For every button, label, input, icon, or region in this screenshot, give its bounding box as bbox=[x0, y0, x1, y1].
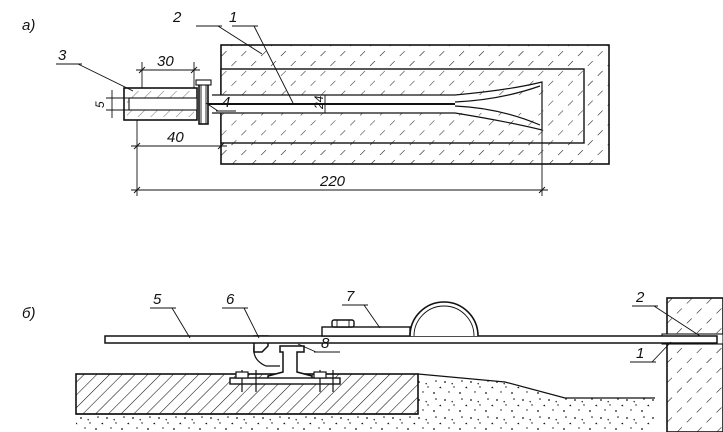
callout-a-4: 4 bbox=[222, 94, 230, 111]
callout-b-6: 6 bbox=[226, 291, 235, 308]
section-a-label: а) bbox=[22, 17, 35, 34]
callout-b-2: 2 bbox=[635, 289, 645, 306]
dim-30: 30 bbox=[157, 53, 174, 70]
washer-plate bbox=[198, 83, 209, 125]
dim-220: 220 bbox=[319, 173, 346, 190]
dim-5: 5 bbox=[93, 101, 107, 108]
anchor-split-end bbox=[454, 85, 541, 103]
callout-b-1: 1 bbox=[636, 345, 644, 362]
callout-a-1: 1 bbox=[229, 9, 237, 26]
dim-24: 24 bbox=[312, 95, 326, 110]
callout-a-3: 3 bbox=[58, 47, 67, 64]
tension-bar bbox=[104, 335, 718, 344]
callout-b-7: 7 bbox=[346, 288, 355, 305]
section-b: б) bbox=[22, 288, 723, 432]
ground-concrete bbox=[76, 374, 655, 432]
callout-b-8: 8 bbox=[321, 335, 330, 352]
tensioner bbox=[321, 301, 479, 337]
rail bbox=[229, 345, 341, 392]
callout-a-2: 2 bbox=[172, 9, 182, 26]
callout-b-5: 5 bbox=[153, 291, 162, 308]
wall bbox=[666, 297, 723, 432]
dim-40: 40 bbox=[167, 129, 184, 146]
section-b-label: б) bbox=[22, 305, 35, 322]
section-a: а) 30 5 bbox=[22, 9, 610, 196]
